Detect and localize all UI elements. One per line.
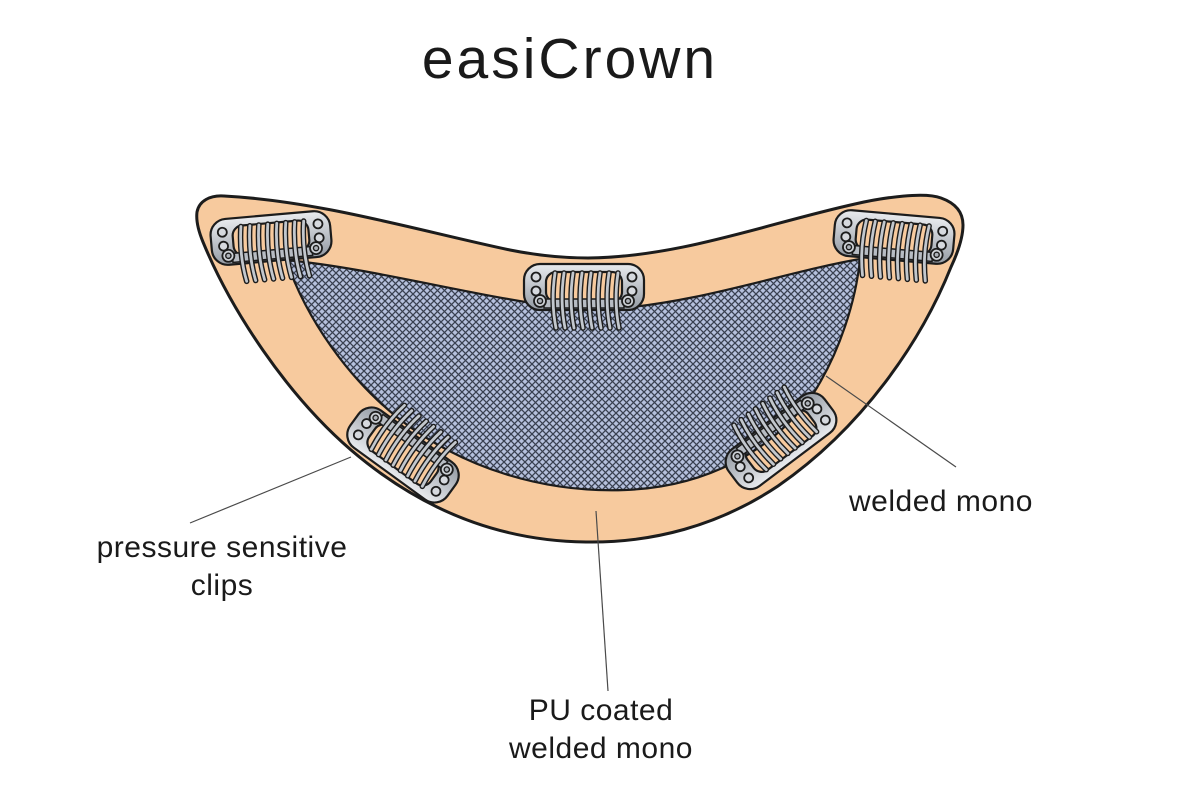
leader-line-welded-mono: [825, 375, 957, 468]
leader-line-pu-coated: [595, 510, 609, 692]
label-pu-coated-line1: PU coated: [528, 694, 674, 727]
label-pu-coated-line2: welded mono: [509, 732, 693, 765]
label-pressure-sensitive-clips: pressure sensitive clips: [42, 529, 402, 605]
leader-line-pressure-clips: [189, 456, 352, 524]
label-pressure-sensitive-clips-line2: clips: [190, 569, 254, 602]
page-title: easiCrown: [421, 27, 719, 91]
label-pu-coated-welded-mono: PU coated welded mono: [451, 692, 751, 768]
label-pressure-sensitive-clips-line1: pressure sensitive: [96, 531, 348, 564]
label-welded-mono: welded mono: [849, 485, 1033, 518]
